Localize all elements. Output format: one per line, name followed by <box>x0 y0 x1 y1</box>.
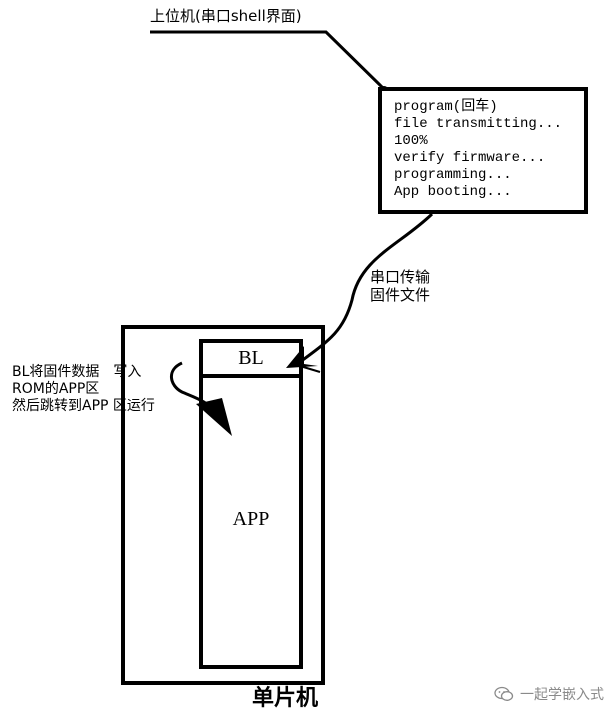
terminal-line: verify firmware... <box>394 150 546 166</box>
note-text-a: BL将固件数据 <box>12 364 100 380</box>
terminal-line: file transmitting... <box>394 116 563 132</box>
serial-shell-terminal: program(回车) file transmitting... 100% ve… <box>378 87 588 214</box>
bootloader-region-box: BL <box>199 339 303 378</box>
serial-transfer-label: 串口传输 固件文件 <box>370 268 430 304</box>
note-text-b: 写入 <box>113 364 142 380</box>
wechat-icon <box>494 686 514 701</box>
app-region-label: APP <box>232 508 270 530</box>
serial-side-line <box>299 365 321 373</box>
mcu-label: 单片机 <box>252 686 319 711</box>
terminal-line: 100% <box>394 133 428 149</box>
bootloader-note-line2: ROM的APP区 <box>12 381 100 397</box>
terminal-line: programming... <box>394 167 512 183</box>
watermark-text: 一起学嵌入式 <box>520 687 604 703</box>
transfer-label-line1: 串口传输 <box>370 268 431 286</box>
transfer-label-line2: 固件文件 <box>370 286 431 304</box>
bootloader-note-line3: 然后跳转到APP 区运行 <box>12 398 155 414</box>
bootloader-note: BL将固件数据写入 ROM的APP区 然后跳转到APP 区运行 <box>12 364 155 415</box>
bootloader-note-line1: BL将固件数据写入 <box>12 364 155 381</box>
bootloader-region-label: BL <box>238 347 264 369</box>
host-label: 上位机(串口shell界面) <box>150 7 302 25</box>
watermark: 一起学嵌入式 <box>494 684 604 704</box>
jump-arrow-head <box>196 398 232 436</box>
mcu-box <box>121 325 325 685</box>
host-leader-line <box>150 30 386 91</box>
terminal-line: program(回车) <box>394 99 498 115</box>
terminal-line: App booting... <box>394 184 512 200</box>
